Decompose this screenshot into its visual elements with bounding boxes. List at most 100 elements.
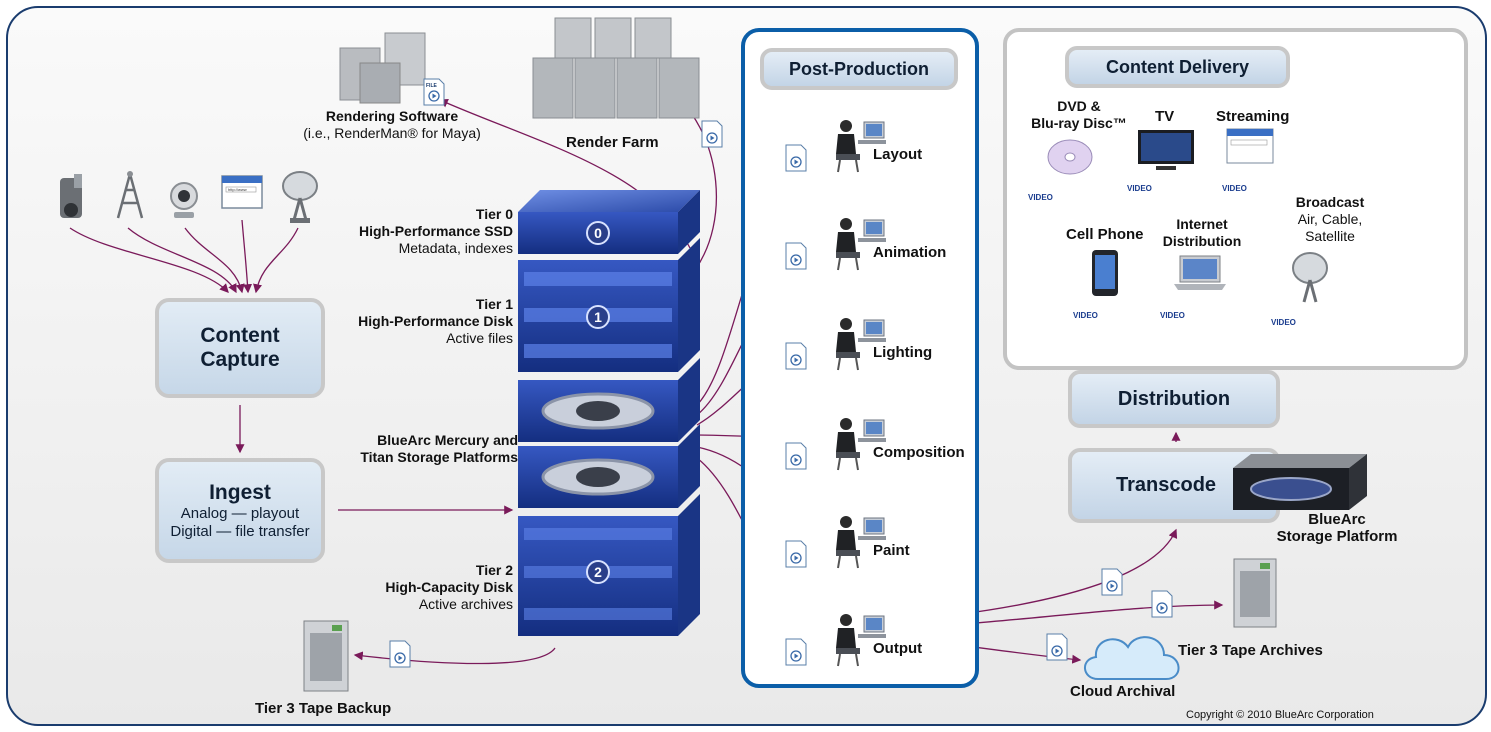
tier2-name: High-Capacity Disk	[385, 579, 513, 595]
video-tag-tv: VIDEO	[1127, 184, 1152, 193]
browser-icon	[1226, 128, 1274, 164]
radio-tower-icon	[116, 171, 144, 219]
tv-label: TV	[1155, 108, 1175, 125]
satellite-dish-icon	[282, 171, 318, 223]
video-tag-cellphone: VIDEO	[1073, 311, 1098, 320]
capture-devices: http://www	[60, 171, 318, 223]
file-icon	[784, 442, 808, 470]
internet-line-1: Internet	[1176, 216, 1228, 232]
arrow-camera-capture	[69, 227, 229, 293]
stage-label-paint: Paint	[873, 542, 910, 559]
tier1-name: High-Performance Disk	[358, 313, 513, 329]
tier1-tier: Tier 1	[475, 296, 513, 312]
file-icon	[1151, 590, 1173, 618]
copyright: Copyright © 2010 BlueArc Corporation	[1186, 709, 1374, 721]
cloud-icon	[1084, 636, 1180, 680]
workstation-icon	[830, 118, 888, 174]
tier2-label: Tier 2 High-Capacity Disk Active archive…	[308, 562, 513, 613]
tier1-badge: 1	[594, 309, 602, 325]
content-delivery-title: Content Delivery	[1065, 46, 1290, 88]
bluearc-platform-label: BlueArc Storage Platform	[1272, 511, 1402, 545]
arrow-tower-capture	[127, 227, 237, 294]
internet-label: Internet Distribution	[1152, 216, 1252, 250]
storage-stack: 0 1 2	[518, 190, 700, 636]
video-tag-broadcast: VIDEO	[1271, 318, 1296, 327]
broadcast-line-1: Air, Cable,	[1297, 211, 1363, 227]
webcam-icon	[170, 182, 198, 218]
content-capture-box: Content Capture	[155, 298, 325, 398]
ingest-line-2: Digital — file transfer	[170, 522, 310, 540]
dvd-line-2: Blu-ray Disc™	[1031, 115, 1127, 131]
content-capture-title: Content Capture	[200, 324, 280, 371]
stage-label-output: Output	[873, 640, 923, 657]
tier2-unit: 2	[518, 494, 700, 636]
workstation-icon	[830, 514, 888, 570]
ingest-title: Ingest	[209, 480, 271, 504]
rendering-title: Rendering Software	[325, 108, 459, 124]
platform-units	[518, 358, 700, 508]
broadcast-label: Broadcast Air, Cable, Satellite	[1290, 194, 1370, 245]
stage-label-layout: Layout	[873, 146, 923, 163]
dvd-line-1: DVD &	[1057, 98, 1101, 114]
tier1-unit: 1	[518, 238, 700, 372]
video-tag-internet: VIDEO	[1160, 311, 1185, 320]
render-farm-servers	[532, 17, 700, 119]
server-rack-icon	[339, 32, 426, 104]
tier2-badge: 2	[594, 564, 602, 580]
tier0-label: Tier 0 High-Performance SSD Metadata, in…	[308, 206, 513, 257]
tv-icon	[1138, 130, 1194, 170]
laptop-icon	[1174, 255, 1226, 290]
bluearc-platform-line-2: Storage Platform	[1276, 528, 1398, 545]
stage-label-animation: Animation	[873, 244, 947, 261]
tier2-desc: Active archives	[418, 596, 513, 612]
file-icon: FILE	[423, 78, 445, 106]
stage-label-composition: Composition	[873, 444, 965, 461]
tape-library-icon	[1233, 558, 1277, 628]
post-production-title: Post-Production	[760, 48, 958, 90]
tier2-tier: Tier 2	[475, 562, 513, 578]
platforms-label: BlueArc Mercury and Titan Storage Platfo…	[308, 432, 518, 466]
distribution-box: Distribution	[1068, 370, 1280, 428]
dvd-label: DVD & Blu-ray Disc™	[1024, 98, 1134, 132]
workstation-icon	[830, 316, 888, 372]
tape-backup-label: Tier 3 Tape Backup	[255, 700, 392, 717]
streaming-label: Streaming	[1216, 108, 1290, 125]
rendering-label: Rendering Software (i.e., RenderMan® for…	[272, 108, 512, 142]
tier1-label: Tier 1 High-Performance Disk Active file…	[308, 296, 513, 347]
internet-line-2: Distribution	[1162, 233, 1242, 249]
platforms-line-2: Titan Storage Platforms	[360, 449, 518, 465]
arrow-dish-capture	[253, 227, 299, 294]
tier0-name: High-Performance SSD	[358, 223, 513, 239]
bluearc-storage-platform-icon	[1233, 454, 1367, 510]
video-tag-streaming: VIDEO	[1222, 184, 1247, 193]
file-icon	[784, 638, 808, 666]
cloud-label: Cloud Archival	[1070, 683, 1176, 700]
svg-text:FILE: FILE	[426, 83, 437, 89]
ingest-line-1: Analog — playout	[180, 504, 300, 522]
arrow-storage-tapebackup	[353, 647, 556, 665]
file-icon	[1046, 633, 1068, 661]
server-rack-icon	[532, 17, 700, 119]
arrow-webcam-capture	[184, 227, 245, 294]
stage-label-lighting: Lighting	[873, 344, 933, 361]
file-icon	[701, 120, 723, 148]
broadcast-line-2: Satellite	[1305, 228, 1355, 244]
video-camera-icon	[60, 174, 82, 218]
render-farm-label: Render Farm	[566, 134, 659, 151]
bluearc-platform-line-1: BlueArc	[1308, 511, 1366, 528]
tier0-badge: 0	[594, 225, 602, 241]
browser-icon: http://www	[221, 175, 263, 209]
video-tag-dvd: VIDEO	[1028, 193, 1053, 202]
tier0-desc: Metadata, indexes	[398, 240, 513, 256]
svg-text:http://www: http://www	[228, 187, 247, 192]
tier0-tier: Tier 0	[475, 206, 513, 222]
workstation-icon	[830, 612, 888, 668]
file-icon	[784, 342, 808, 370]
rendering-sub: (i.e., RenderMan® for Maya)	[303, 125, 481, 141]
tape-library-icon	[303, 620, 349, 692]
file-icon	[784, 540, 808, 568]
workstation-icon	[830, 416, 888, 472]
dvd-disc-icon	[1047, 139, 1093, 175]
workstation-icon	[830, 216, 888, 272]
file-icon	[1101, 568, 1123, 596]
